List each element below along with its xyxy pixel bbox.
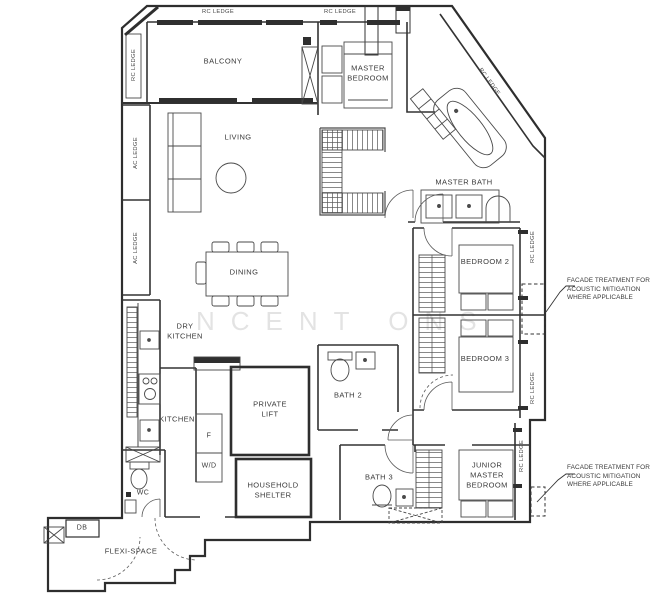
room-label-bath-3: BATH 3 xyxy=(364,472,394,482)
room-label-living: LIVING xyxy=(224,132,252,142)
rc-ledge-label-top-2: RC LEDGE xyxy=(323,9,357,15)
facade-dashed-zones xyxy=(521,283,546,517)
room-label-junior-master-bedroom: JUNIOR MASTER BEDROOM xyxy=(466,460,508,489)
label-db: DB xyxy=(76,524,88,532)
core-rooms xyxy=(65,365,313,538)
room-label-dry-kitchen: DRY KITCHEN xyxy=(167,321,203,340)
facade-treatment-note-2: FACADE TREATMENT FOR ACOUSTIC MITIGATION… xyxy=(567,464,650,489)
room-label-wc: WC xyxy=(136,489,150,497)
room-label-bath-2: BATH 2 xyxy=(333,390,363,400)
room-label-master-bedroom: MASTER BEDROOM xyxy=(347,63,389,82)
rc-ledge-label-right-2: RC LEDGE xyxy=(530,371,536,405)
wardrobes xyxy=(126,127,446,509)
windows xyxy=(157,6,528,488)
room-label-flexi-space: FLEXI-SPACE xyxy=(104,546,158,556)
service-shafts xyxy=(43,46,443,544)
room-label-dining: DINING xyxy=(229,267,259,277)
walls-outer xyxy=(46,4,547,593)
ac-ledge-label-1: AC LEDGE xyxy=(133,137,139,169)
rc-ledge-label-top-1: RC LEDGE xyxy=(201,9,235,15)
room-label-balcony: BALCONY xyxy=(203,56,243,66)
label-washer-dryer: W/D xyxy=(201,462,217,470)
rc-ledge-label-right-3: RC LEDGE xyxy=(519,439,525,473)
room-label-bedroom-2: BEDROOM 2 xyxy=(460,257,510,267)
leader-lines xyxy=(536,285,575,503)
rc-ledge-label-right-1: RC LEDGE xyxy=(530,230,536,264)
room-label-master-bath: MASTER BATH xyxy=(435,177,493,187)
facade-treatment-note-1: FACADE TREATMENT FOR ACOUSTIC MITIGATION… xyxy=(567,277,650,302)
room-label-bedroom-3: BEDROOM 3 xyxy=(460,354,510,364)
label-fridge: F xyxy=(206,432,212,440)
room-label-kitchen: KITCHEN xyxy=(159,414,195,424)
bath-fixtures xyxy=(124,87,511,514)
furniture xyxy=(167,41,514,518)
room-label-household-shelter: HOUSEHOLD SHELTER xyxy=(247,480,299,499)
room-label-private-lift: PRIVATE LIFT xyxy=(253,399,287,418)
ac-ledge-label-2: AC LEDGE xyxy=(133,232,139,264)
kitchen-fixtures xyxy=(138,330,161,442)
doors xyxy=(96,189,454,581)
rc-ledge-label-left: RC LEDGE xyxy=(131,48,137,82)
